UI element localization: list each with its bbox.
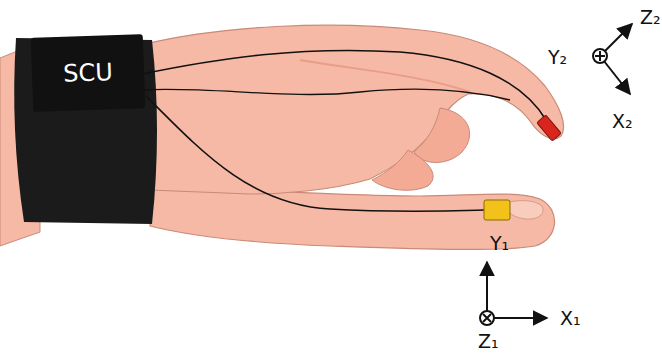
axis-label: Y₂ <box>548 48 567 67</box>
axis-out-symbol <box>593 49 607 63</box>
curled-finger <box>414 108 470 163</box>
axis-label: X₂ <box>612 112 633 131</box>
axis-out-symbol <box>595 51 605 61</box>
index-sensor <box>537 115 562 141</box>
y-axis-arrow <box>486 262 488 318</box>
axis-label: Y₁ <box>490 234 509 253</box>
sensor-wire <box>142 89 510 100</box>
skin-shading <box>300 60 470 92</box>
thumbnail <box>505 201 543 220</box>
axis-label: Z₁ <box>478 332 499 351</box>
thumb-sensor <box>484 200 510 220</box>
control-unit-box: SCU <box>31 34 146 112</box>
curled-finger <box>372 150 433 190</box>
axis-label: X₁ <box>560 309 581 328</box>
unit-label: SCU <box>63 58 114 88</box>
x-axis-arrow <box>487 317 547 319</box>
axis-label: Z₂ <box>640 8 661 27</box>
axis-in-symbol <box>480 311 494 325</box>
sensor-wire <box>142 50 546 120</box>
axis-in-symbol <box>483 314 491 322</box>
sensor-wire <box>146 96 484 211</box>
